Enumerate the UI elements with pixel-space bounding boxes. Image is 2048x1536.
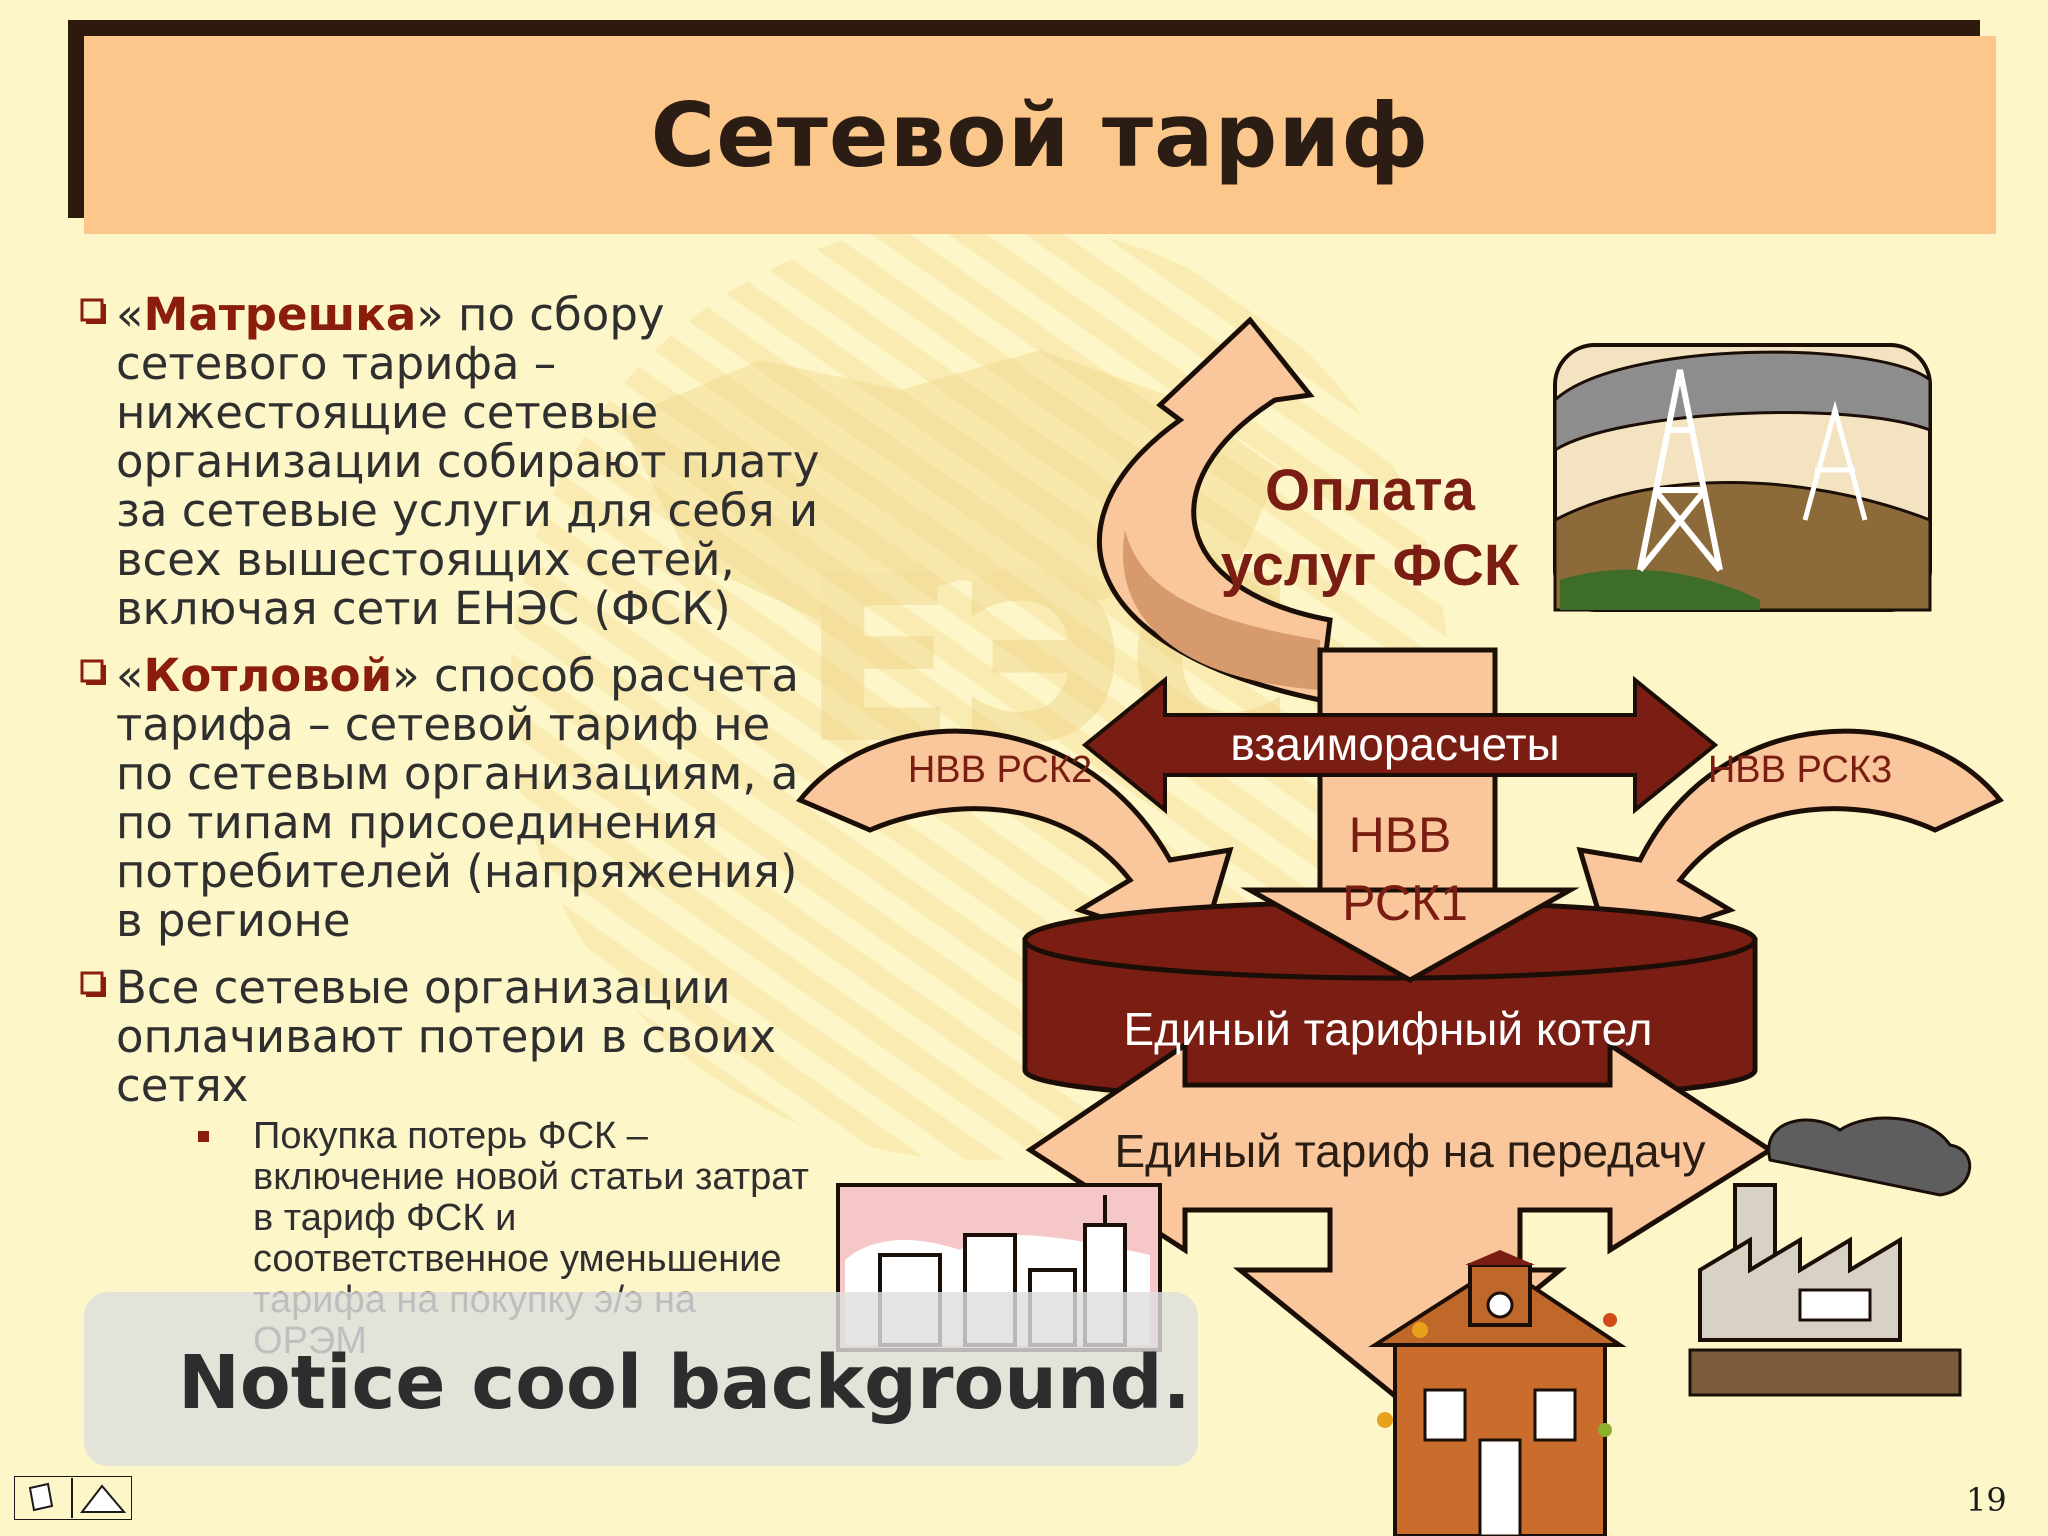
power-transmission-towers-icon <box>1553 343 1932 612</box>
factory-icon <box>1688 1116 1972 1397</box>
bullet-keyword: Матрешка <box>143 288 417 341</box>
checkbox-square-icon <box>80 298 106 324</box>
nvv-rsk3-curved-arrow <box>1576 728 2004 954</box>
payment-curved-arrow-shade <box>1123 530 1320 690</box>
slide-nav-icon[interactable] <box>14 1476 132 1520</box>
bullet-text: » по сбору сетевого тарифа – нижестоящие… <box>116 288 820 635</box>
nvv-rsk3-label: НВВ РСК3 <box>1708 749 1892 791</box>
checkbox-square-icon <box>80 659 106 685</box>
checkbox-square-icon <box>80 971 106 997</box>
title-band: Сетевой тариф <box>84 36 1996 234</box>
transmission-arrow <box>1025 1040 1775 1404</box>
bullet-text: Все сетевые организации оплачивают потер… <box>116 961 777 1112</box>
schoolhouse-icon <box>1368 1250 1627 1536</box>
nvv-rsk1-arrow-tip-over-pot <box>1240 887 1580 983</box>
caption-overlay <box>84 1292 1198 1466</box>
page-number: 19 <box>1966 1481 2007 1519</box>
square-bullet-icon <box>198 1131 209 1142</box>
slide-title: Сетевой тариф <box>650 83 1430 187</box>
tariff-pot-label: Единый тарифный котел <box>1123 1003 1652 1055</box>
bullet-prefix: « <box>116 649 144 702</box>
bullet-list: «Матрешка» по сбору сетевого тарифа – ни… <box>80 290 820 1380</box>
bullet-text: » способ расчета тарифа – сетевой тариф … <box>116 649 799 947</box>
payment-label-line2: услуг ФСК <box>1221 533 1520 598</box>
settlements-label: взаиморасчеты <box>1230 718 1559 770</box>
nvv-rsk1-label-line1: НВВ <box>1349 807 1452 863</box>
bullet-matryoshka: «Матрешка» по сбору сетевого тарифа – ни… <box>80 290 820 633</box>
payment-label-line1: Оплата <box>1265 458 1476 523</box>
nvv-rsk2-label: НВВ РСК2 <box>908 749 1092 791</box>
bullet-keyword: Котловой <box>143 649 393 702</box>
transmission-label: Единый тариф на передачу <box>1115 1125 1706 1177</box>
nvv-rsk1-label-line2: РСК1 <box>1342 875 1468 931</box>
nvv-rsk2-curved-arrow <box>795 728 1234 954</box>
settlements-double-arrow <box>1081 675 1719 815</box>
caption-text: Notice cool background. <box>178 1340 1191 1426</box>
bullet-prefix: « <box>116 288 144 341</box>
bullet-kotlovoy: «Котловой» способ расчета тарифа – сетев… <box>80 651 820 945</box>
